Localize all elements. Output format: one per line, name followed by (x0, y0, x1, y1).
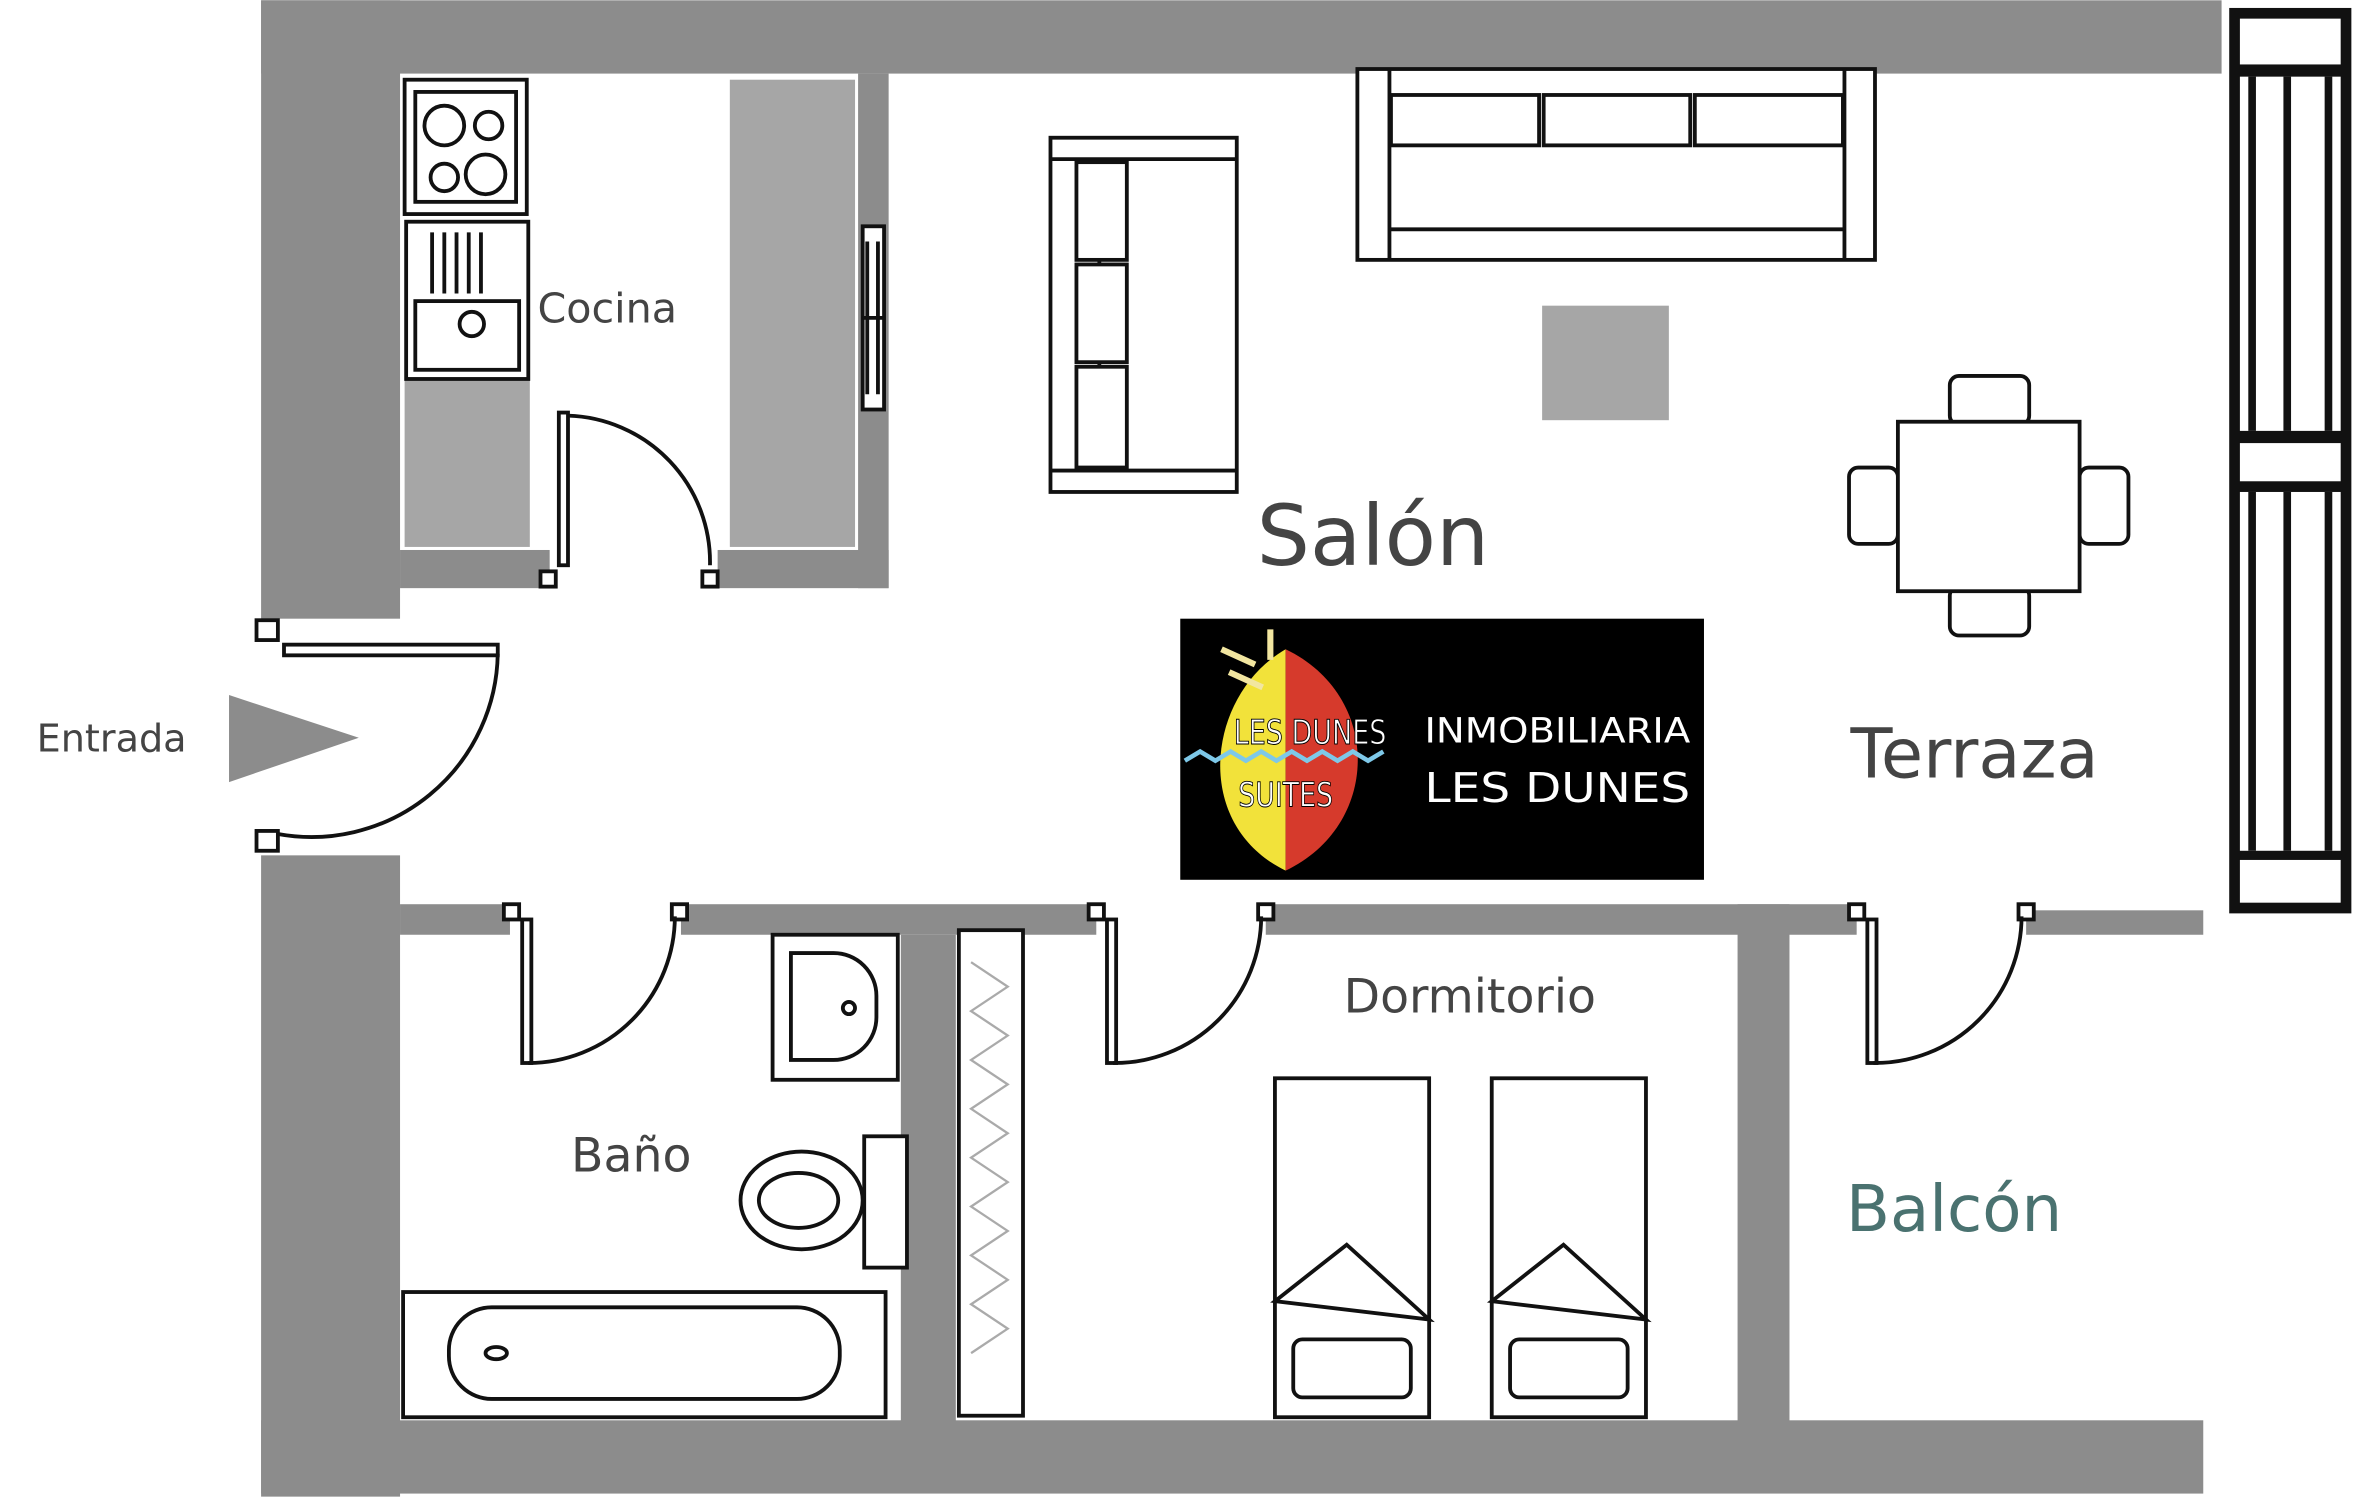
bedroom-door[interactable] (1086, 902, 1276, 1065)
terrace-railing (2229, 7, 2352, 914)
label-entrance: Entrada (37, 718, 187, 762)
logo-emblem-line2: SUITES (1238, 775, 1333, 814)
entrance-arrow-icon (229, 695, 359, 783)
label-bedroom: Dormitorio (1344, 970, 1596, 1025)
dining-table (1847, 374, 2131, 638)
bathroom-door[interactable] (501, 902, 689, 1065)
balcony-door[interactable] (1847, 902, 2036, 1065)
kitchen-window (860, 224, 886, 412)
label-terrace: Terraza (1850, 714, 2099, 794)
wardrobe (956, 928, 1025, 1418)
washbasin-icon (770, 932, 900, 1082)
entrance-door[interactable] (254, 618, 500, 853)
walls (261, 0, 2222, 1497)
logo-company-line1: INMOBILIARIA (1425, 710, 1691, 751)
bathtub-icon (401, 1290, 888, 1420)
bed-right (1486, 1076, 1652, 1420)
kitchen-door[interactable] (538, 410, 720, 589)
company-logo: LES DUNES SUITES INMOBILIARIA LES DUNES (1180, 618, 1704, 880)
kitchen-counters (404, 79, 856, 547)
kitchen-sink-icon (404, 219, 531, 381)
logo-company-line2: LES DUNES (1425, 764, 1691, 812)
bed-left (1270, 1076, 1435, 1420)
label-balcony: Balcón (1846, 1172, 2062, 1247)
sofa (1355, 67, 1877, 262)
label-kitchen: Cocina (537, 284, 677, 332)
toilet-icon (738, 1134, 909, 1270)
label-bathroom: Baño (571, 1128, 691, 1183)
logo-emblem-line1: LES DUNES (1234, 713, 1387, 752)
coffee-table (1542, 305, 1669, 421)
label-living: Salón (1257, 487, 1490, 585)
stove-icon (402, 77, 529, 216)
side-sofa (1048, 135, 1239, 494)
